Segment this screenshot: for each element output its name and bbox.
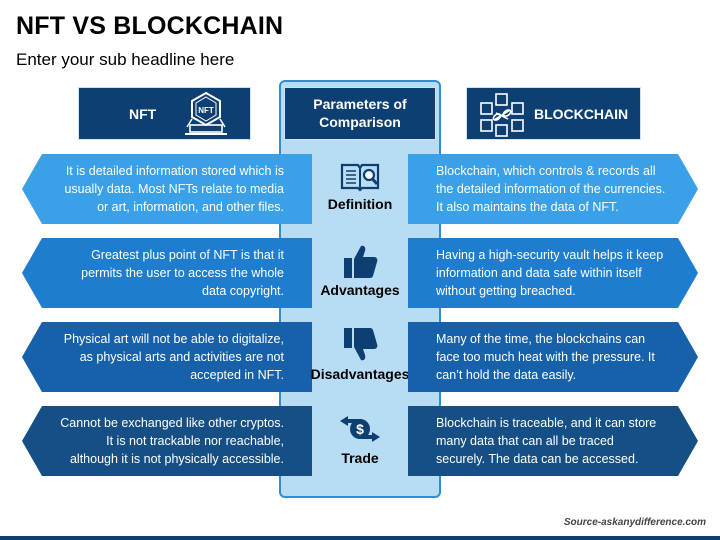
svg-text:NFT: NFT [198,106,214,115]
parameters-header-line1: Parameters of [313,96,407,112]
nft-advantages-line3: data copyright. [202,284,284,298]
blockchain-trade-line2: many data that can all be traced [436,434,614,448]
blockchain-cubes-icon [480,93,524,137]
parameter-definition-label: Definition [327,196,393,212]
source-credit: Source-askanydifference.com [563,517,706,528]
blockchain-definition-line3: It also maintains the data of NFT. [436,200,619,214]
nft-definition-box: It is detailed information stored which … [22,154,312,224]
nft-laptop-icon: NFT [185,91,227,135]
parameters-header-line2: Comparison [319,113,401,130]
nft-definition-line3: or art, information, and other files. [97,200,284,214]
blockchain-disadvantages-line3: can’t hold the data easily. [436,368,577,382]
blockchain-advantages-line2: information and data safe within itself [436,266,642,280]
parameter-trade-label: Trade [341,450,379,466]
nft-disadvantages-line1: Physical art will not be able to digital… [63,332,284,346]
blockchain-disadvantages-box: Many of the time, the blockchains can fa… [408,322,698,392]
nft-disadvantages-line3: accepted in NFT. [190,368,284,382]
parameter-disadvantages: Disadvantages [284,326,436,382]
blockchain-advantages-line1: Having a high-security vault helps it ke… [436,248,664,262]
nft-disadvantages-line2: as physical arts and activities are not [79,350,284,364]
blockchain-advantages-line3: without getting breached. [436,284,576,298]
page-subtitle: Enter your sub headline here [16,50,235,69]
parameter-trade: $ Trade [284,410,436,466]
nft-trade-line3: although it is not physically accessible… [69,452,284,466]
parameter-definition: Definition [284,160,436,212]
nft-trade-line2: It is not trackable nor reachable, [106,434,284,448]
blockchain-trade-box: Blockchain is traceable, and it can stor… [408,406,698,476]
nft-column-header: NFT NFT [78,87,251,140]
nft-disadvantages-box: Physical art will not be able to digital… [22,322,312,392]
page-title: NFT VS BLOCKCHAIN [16,12,284,40]
blockchain-disadvantages-line1: Many of the time, the blockchains can [436,332,646,346]
nft-trade-box: Cannot be exchanged like other cryptos. … [22,406,312,476]
book-magnifier-icon [340,163,380,192]
thumbs-down-icon [344,328,378,361]
nft-definition-line2: usually data. Most NFTs relate to media [64,182,284,196]
nft-trade-line1: Cannot be exchanged like other cryptos. [60,416,284,430]
parameter-advantages-label: Advantages [320,282,400,298]
thumbs-up-icon [344,245,378,278]
nft-definition-line1: It is detailed information stored which … [65,164,284,178]
parameters-column-header: Parameters of Comparison [284,87,436,140]
blockchain-column-header: BLOCKCHAIN [466,87,641,140]
blockchain-definition-line2: the detailed information of the currenci… [436,182,666,196]
nft-header-label: NFT [129,106,157,122]
blockchain-definition-box: Blockchain, which controls & records all… [408,154,698,224]
blockchain-trade-line1: Blockchain is traceable, and it can stor… [436,416,657,430]
blockchain-header-label: BLOCKCHAIN [534,106,629,122]
blockchain-trade-line3: securely. The data can be accessed. [436,452,639,466]
parameter-advantages: Advantages [284,242,436,298]
parameter-disadvantages-label: Disadvantages [310,366,410,382]
nft-advantages-line2: permits the user to access the whole [81,266,284,280]
dollar-exchange-icon: $ [340,416,380,442]
bottom-accent-bar [0,536,720,540]
nft-advantages-line1: Greatest plus point of NFT is that it [91,248,284,262]
nft-advantages-box: Greatest plus point of NFT is that it pe… [22,238,312,308]
blockchain-disadvantages-line2: face too much heat with the pressure. It [436,350,655,364]
blockchain-advantages-box: Having a high-security vault helps it ke… [408,238,698,308]
blockchain-definition-line1: Blockchain, which controls & records all [436,164,656,178]
svg-text:$: $ [356,421,364,437]
